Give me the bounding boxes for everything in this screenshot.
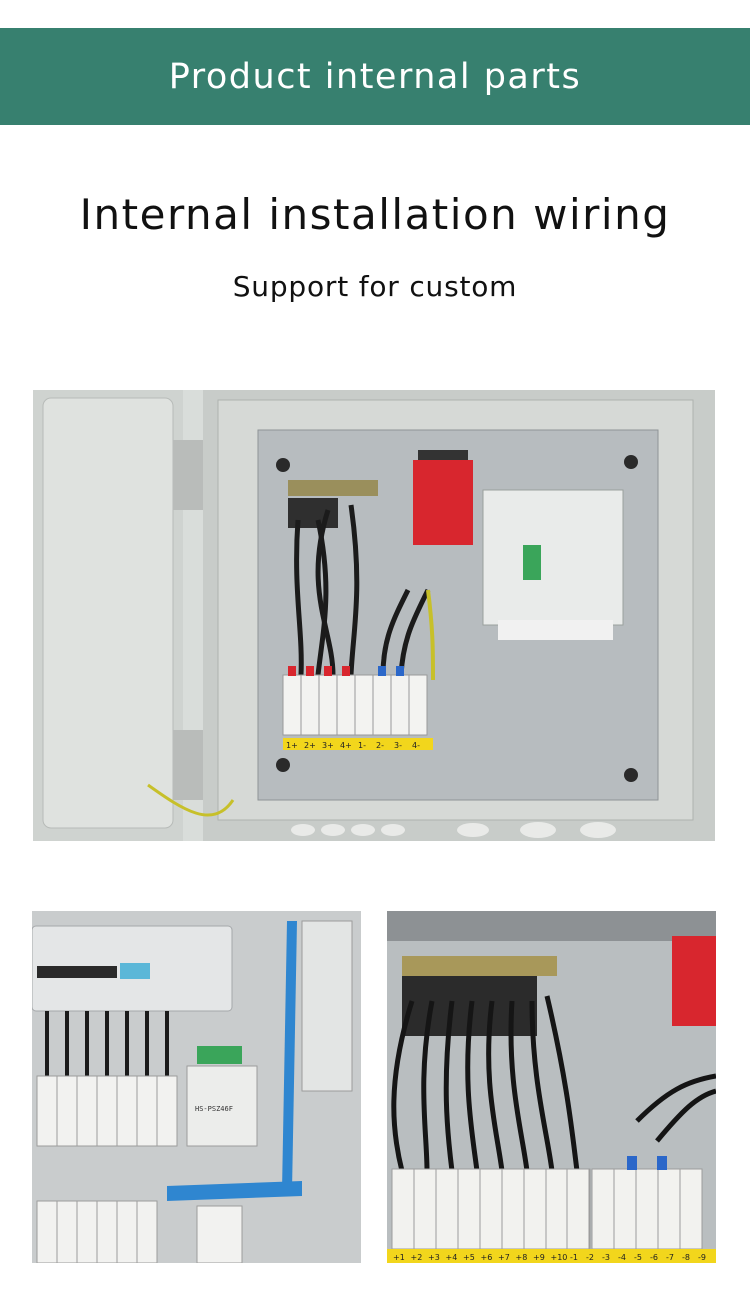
terminal-label-negative: -6	[650, 1253, 658, 1262]
terminal-label-negative: -7	[666, 1253, 674, 1262]
page-subtitle: Support for custom	[232, 270, 518, 303]
terminal-label-positive: +6	[481, 1253, 493, 1262]
terminal-label-positive: +9	[533, 1253, 545, 1262]
terminal-label-negative: 3-	[394, 741, 402, 750]
terminal-label-negative: -3	[602, 1253, 610, 1262]
terminal-label-negative: 2-	[376, 741, 384, 750]
terminal-label-negative: 1-	[358, 741, 366, 750]
terminal-label-positive: +4	[446, 1253, 458, 1262]
monitoring-module-photo: HS-PSZ46F	[32, 911, 361, 1263]
terminal-label-positive: 2+	[304, 741, 316, 750]
terminal-label-positive: 4+	[340, 741, 352, 750]
terminal-label-negative: -1	[570, 1253, 578, 1262]
banner-title: Product internal parts	[168, 56, 582, 97]
terminal-label-negative: -8	[682, 1253, 690, 1262]
terminal-label-negative: 4-	[412, 741, 420, 750]
terminal-label-positive: 1+	[286, 741, 298, 750]
terminal-label-positive: 3+	[322, 741, 334, 750]
terminal-label-negative: -9	[698, 1253, 706, 1262]
terminal-label-positive: +10	[551, 1253, 568, 1262]
terminal-label-negative: -4	[618, 1253, 626, 1262]
terminal-label-positive: +3	[428, 1253, 440, 1262]
enclosure-wiring-photo: 1+ 2+ 3+ 4+ 1- 2- 3- 4-	[33, 390, 715, 841]
page-title: Internal installation wiring	[79, 190, 671, 239]
terminal-label-positive: +1	[393, 1253, 405, 1262]
section-banner: Product internal parts	[0, 28, 750, 125]
terminal-label-positive: +2	[411, 1253, 423, 1262]
terminal-label-negative: -5	[634, 1253, 642, 1262]
terminal-wiring-photo: +1 +2 +3 +4 +5 +6 +7 +8 +9 +10-1 -2 -3 -4 -5 -6 -7 -8 -9	[387, 911, 716, 1263]
terminal-label-negative: -2	[586, 1253, 594, 1262]
terminal-label-positive: +8	[516, 1253, 528, 1262]
terminal-label-positive: +5	[463, 1253, 475, 1262]
module-model-label: HS-PSZ46F	[195, 1105, 233, 1113]
terminal-label-positive: +7	[498, 1253, 510, 1262]
